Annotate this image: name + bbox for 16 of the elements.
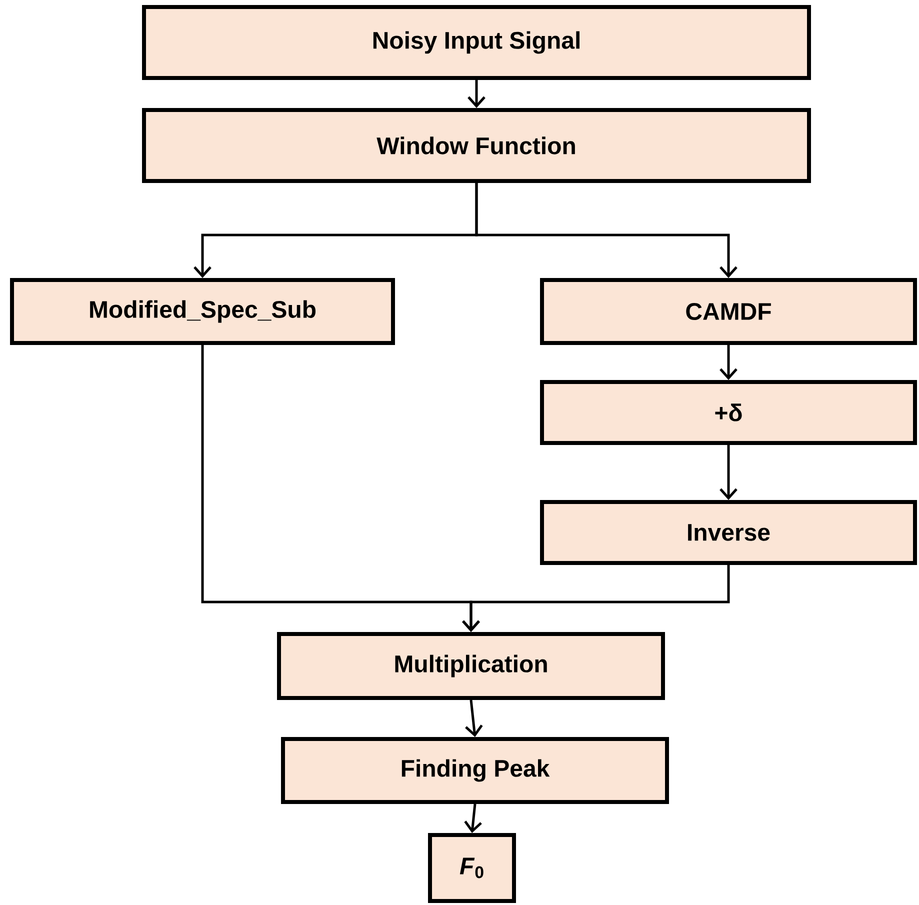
arrow xyxy=(720,345,738,380)
process-box: Finding Peak xyxy=(281,737,669,804)
process-box: +δ xyxy=(540,380,917,445)
arrow xyxy=(720,445,738,500)
process-box: Multiplication xyxy=(277,632,665,700)
arrow xyxy=(465,700,483,737)
process-box: Window Function xyxy=(142,108,811,183)
arrow xyxy=(464,804,482,833)
process-box: F$_{0}$ xyxy=(428,833,516,903)
arrow xyxy=(462,565,730,632)
process-box: Modified_Spec_Sub xyxy=(10,278,395,345)
arrow xyxy=(475,183,738,278)
process-box: Inverse xyxy=(540,500,917,565)
arrow xyxy=(468,80,486,108)
process-box: CAMDF xyxy=(540,278,917,345)
process-box: Noisy Input Signal xyxy=(142,5,811,80)
